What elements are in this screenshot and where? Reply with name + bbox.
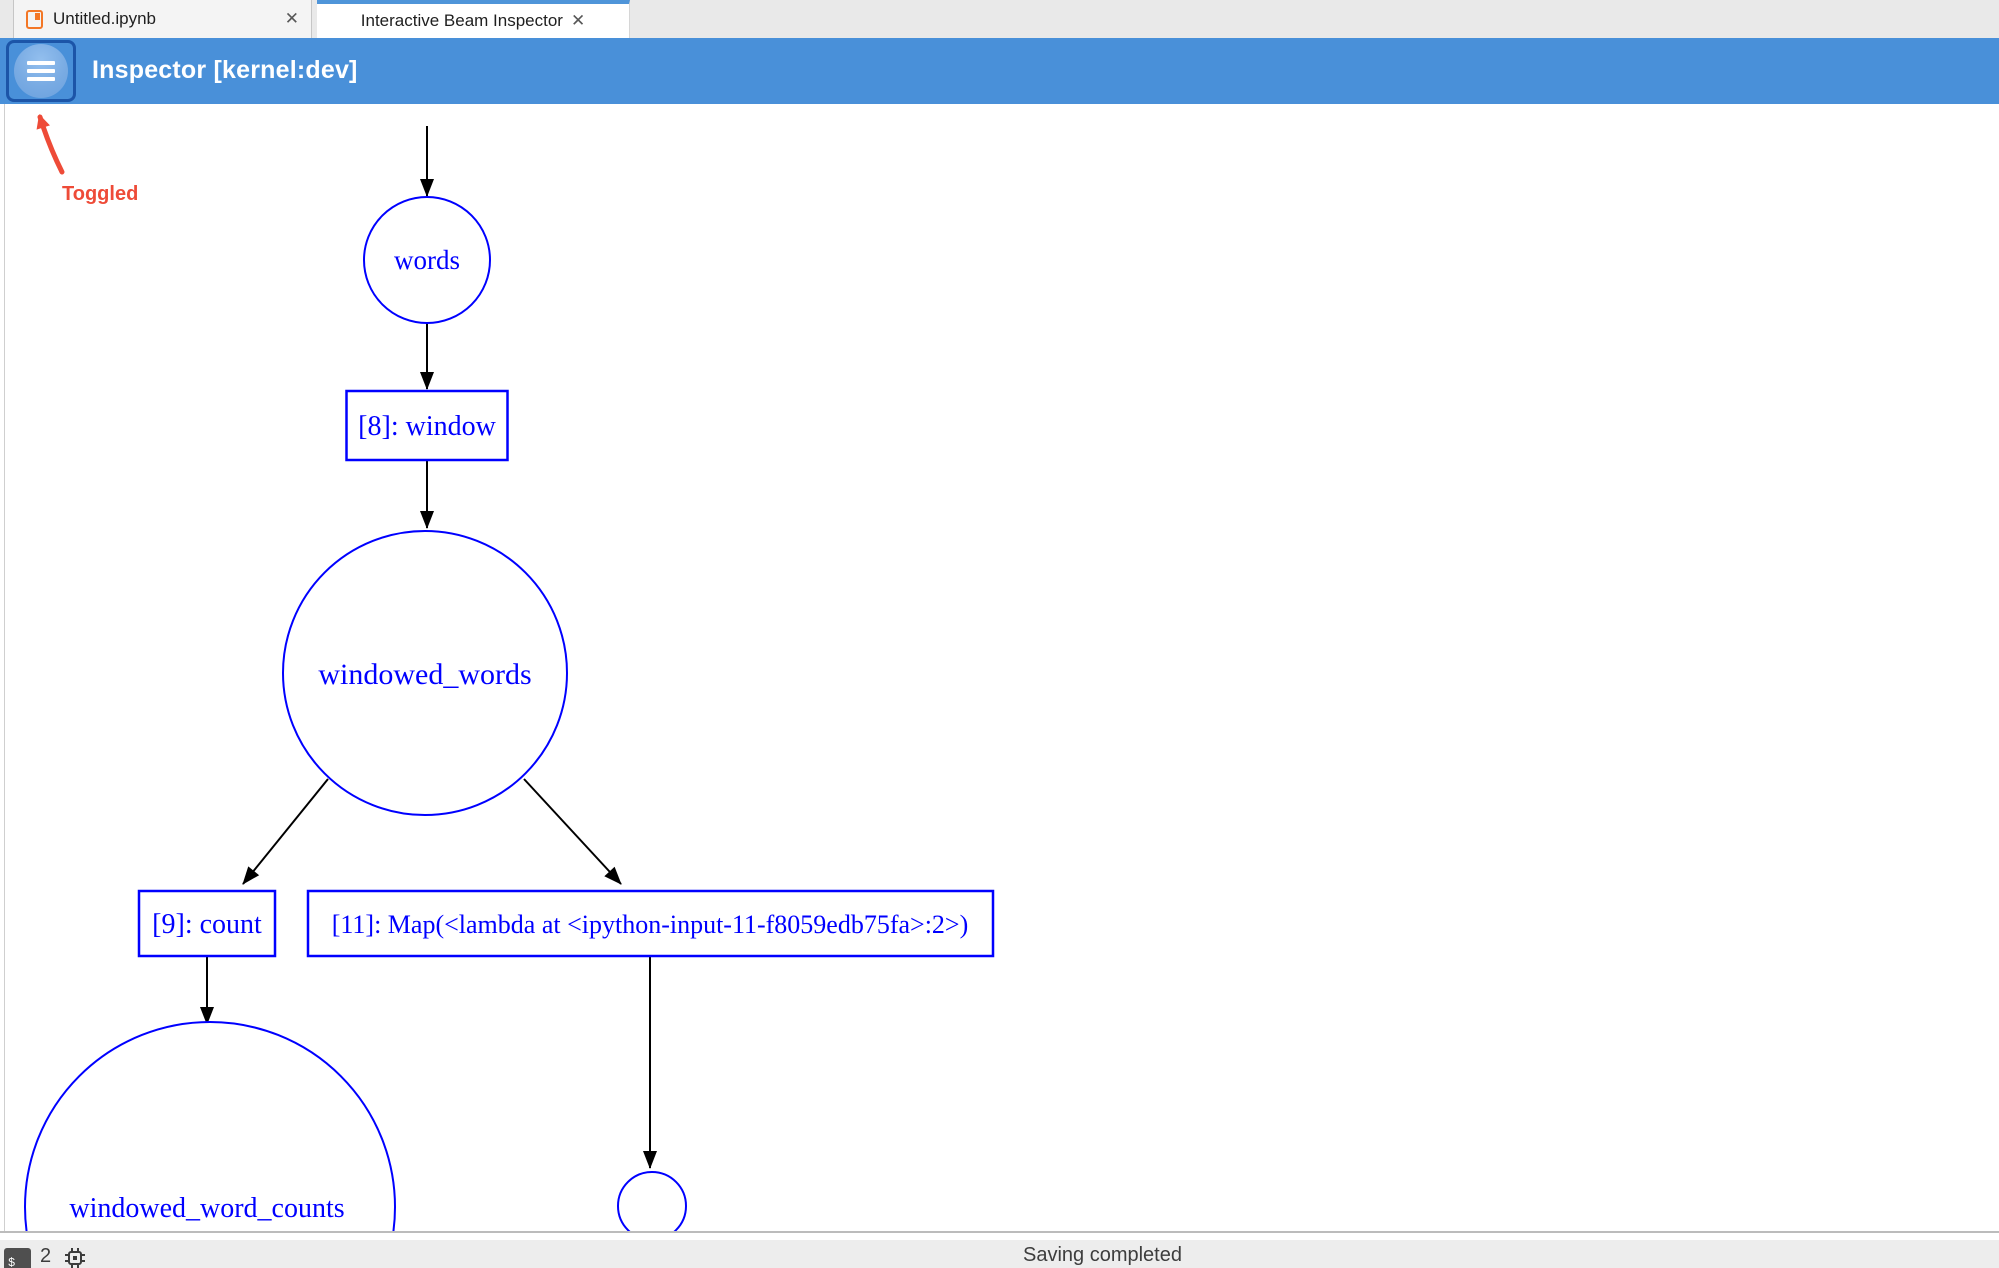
pcollection-node-output[interactable] [617, 1171, 687, 1231]
inspector-toolbar: Inspector [kernel:dev] [0, 38, 1999, 104]
save-status-message: Saving completed [1023, 1244, 1182, 1266]
panel-left-border [4, 104, 5, 1231]
inspector-title: Inspector [kernel:dev] [92, 56, 358, 84]
tab-interactive-beam-inspector[interactable]: Interactive Beam Inspector ✕ [317, 0, 630, 38]
running-sessions-count[interactable]: 2 [40, 1245, 52, 1267]
node-label-window: [8]: window [358, 411, 496, 442]
pipeline-edges [200, 126, 657, 1169]
menu-button-highlight [14, 44, 68, 98]
notebook-icon [26, 9, 43, 29]
hamburger-icon [27, 61, 55, 81]
tab-bar: Untitled.ipynb ✕ Interactive Beam Inspec… [0, 0, 1999, 38]
pcollection-node-words[interactable] [363, 196, 491, 324]
node-label-windowed-word-counts: windowed_word_counts [69, 1193, 344, 1224]
close-icon[interactable]: ✕ [284, 9, 299, 28]
pcollection-node-windowed-words[interactable] [282, 530, 568, 816]
pipeline-graph: words [8]: window windowed_words [9]: co… [24, 126, 995, 1231]
bug-icon[interactable] [63, 1246, 87, 1268]
transform-node-map-lambda[interactable] [306, 889, 995, 958]
menu-toggle-button[interactable] [6, 40, 76, 102]
edge-windowed-words-to-map [523, 778, 622, 885]
close-icon[interactable]: ✕ [570, 11, 586, 30]
tab-untitled-notebook[interactable]: Untitled.ipynb ✕ [13, 0, 312, 38]
node-label-words: words [394, 245, 460, 275]
edge-windowed-words-to-count [242, 778, 329, 885]
tab-label: Untitled.ipynb [53, 9, 157, 28]
node-label-count: [9]: count [152, 909, 262, 940]
transform-node-count[interactable] [137, 889, 277, 958]
annotation-label: Toggled [62, 183, 139, 205]
node-label-map-lambda: [11]: Map(<lambda at <ipython-input-11-f… [332, 910, 969, 939]
node-label-windowed-words: windowed_words [318, 658, 531, 691]
transform-node-window[interactable] [345, 389, 509, 462]
pcollection-node-windowed-word-counts[interactable] [24, 1021, 396, 1231]
tab-label: Interactive Beam Inspector [360, 11, 563, 30]
status-bar: $ 2 Saving completed [0, 1240, 1999, 1268]
terminal-icon[interactable]: $ [4, 1248, 31, 1268]
panel-bottom-border [0, 1231, 1999, 1233]
